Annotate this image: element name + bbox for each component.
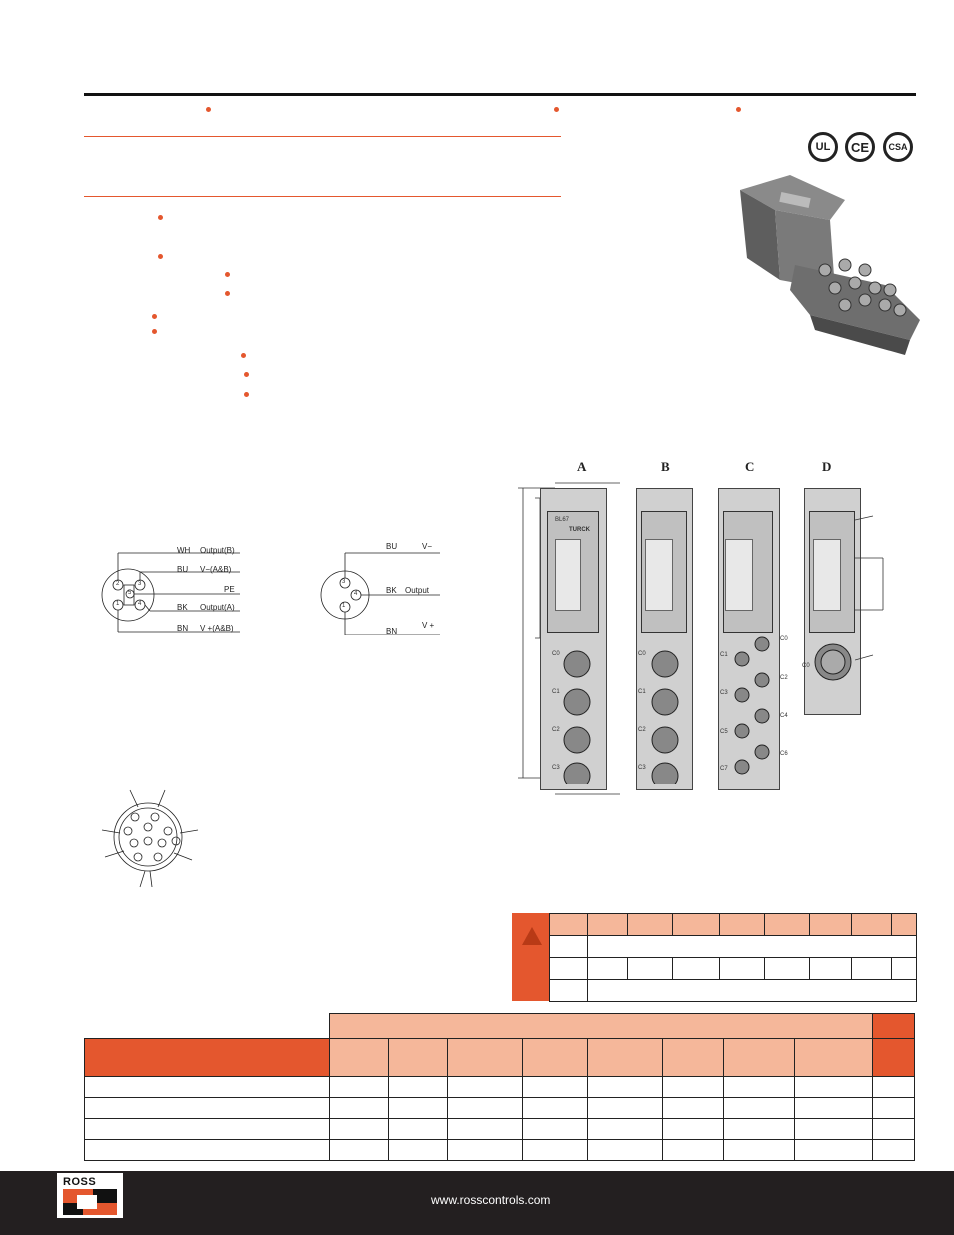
multipin-connector-diagram (101, 789, 199, 888)
connector-label: C4 (780, 713, 788, 719)
ross-brand: ROSS (63, 1176, 97, 1188)
pin-number: 1 (116, 601, 120, 607)
pin-number: 2 (116, 581, 120, 587)
pin-number: 3 (342, 579, 346, 585)
ordering-table (84, 1013, 915, 1161)
connector-label: C3 (552, 765, 560, 771)
wire-desc: V +(A&B) (200, 624, 234, 633)
connector-label: C0 (780, 636, 788, 642)
header-dot (554, 107, 559, 112)
bullet-dot (244, 372, 249, 377)
column-letter: B (661, 459, 670, 474)
column-letter: C (745, 459, 755, 474)
website-link[interactable]: www.rosscontrols.com (431, 1193, 551, 1207)
wire-desc: PE (224, 585, 235, 594)
column-letter: D (822, 459, 832, 474)
wire-code: BU (386, 542, 398, 551)
bullet-dot (152, 314, 157, 319)
bullet-dot (244, 392, 249, 397)
pin-number: 5 (128, 590, 132, 596)
top-rule (84, 93, 916, 96)
pin-number: 4 (138, 601, 142, 607)
wire-desc: Output(A) (200, 603, 235, 612)
wire-code: BK (386, 586, 397, 595)
footer: ROSS www.rosscontrols.com (0, 1171, 954, 1235)
product-photo (740, 175, 920, 355)
bullet-dot (158, 215, 163, 220)
bullet-dot (241, 353, 246, 358)
ross-logo: ROSS (57, 1173, 123, 1218)
table-side-bar (512, 913, 549, 1001)
connector-label: C1 (552, 689, 560, 695)
wire-desc: Output(B) (200, 546, 235, 555)
header-dot (206, 107, 211, 112)
module-d (804, 488, 861, 715)
connector-label: C2 (552, 727, 560, 733)
column-letter: A (577, 459, 587, 474)
ce-mark-icon: CE (845, 132, 875, 162)
connector-label: C0 (802, 663, 810, 669)
callout-lines (855, 515, 884, 661)
module-brand: TURCK (569, 527, 590, 533)
pin-number: 4 (354, 591, 358, 597)
wire-desc: V + (422, 621, 435, 630)
wire-code: BK (177, 603, 188, 612)
module-b (636, 488, 693, 790)
bullet-dot (152, 329, 157, 334)
wire-code: BN (177, 624, 189, 633)
bullet-dot (225, 272, 230, 277)
wire-code: WH (177, 546, 191, 555)
module-label: BL67 (555, 517, 570, 523)
pinout-3pin-diagram (320, 552, 440, 635)
spec-table (549, 913, 917, 1002)
wire-desc: Output (405, 586, 430, 595)
ul-mark-icon: UL (808, 132, 838, 162)
ross-logo-mark-icon (63, 1189, 117, 1215)
connector-label: C6 (780, 751, 788, 757)
connector-label: C5 (720, 729, 728, 735)
connector-label: C7 (720, 766, 728, 772)
module-a: BL67 TURCK (540, 488, 607, 790)
module-c (718, 488, 780, 790)
section-rule (84, 136, 561, 137)
connector-label: C3 (638, 765, 646, 771)
wire-code: BU (177, 565, 189, 574)
bullet-dot (225, 291, 230, 296)
connector-label: C3 (720, 690, 728, 696)
csa-mark-icon: CSA (883, 132, 913, 162)
connector-label: C2 (780, 675, 788, 681)
connector-label: C0 (638, 651, 646, 657)
wire-desc: V−(A&B) (200, 565, 232, 574)
pin-number: 3 (138, 581, 142, 587)
connector-label: C0 (552, 651, 560, 657)
section-rule (84, 196, 561, 197)
connector-label: C1 (638, 689, 646, 695)
connector-label: C2 (638, 727, 646, 733)
pin-number: 1 (342, 603, 346, 609)
bullet-dot (158, 254, 163, 259)
wire-code: BN (386, 627, 398, 636)
header-dot (736, 107, 741, 112)
pinout-5pin-diagram (101, 552, 240, 633)
connector-label: C1 (720, 652, 728, 658)
wire-desc: V− (422, 542, 433, 551)
